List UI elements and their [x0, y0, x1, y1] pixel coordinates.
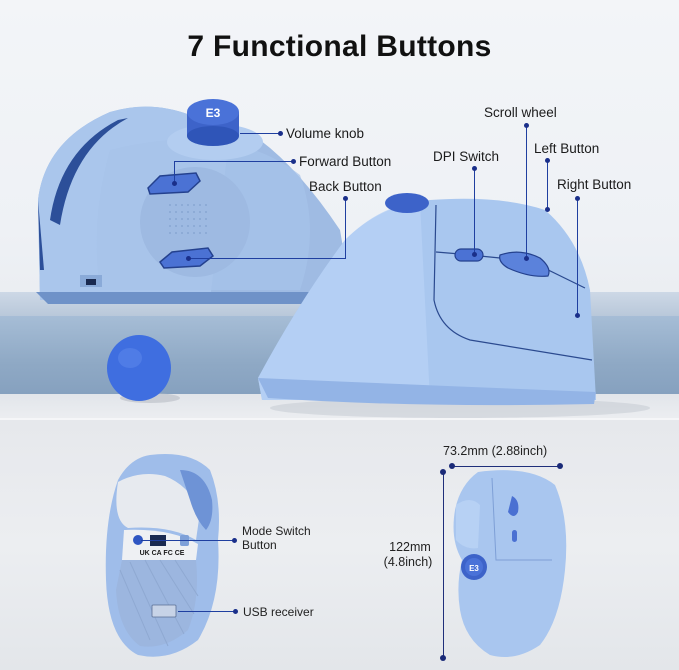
mouse-front-view	[258, 193, 650, 418]
back-button-end-dot	[343, 196, 348, 201]
mode-switch-leader	[141, 540, 235, 541]
width-dimension-line	[452, 466, 560, 467]
width-dim-dot-left	[449, 463, 455, 469]
volume-knob-dot	[278, 131, 283, 136]
callout-scroll-wheel: Scroll wheel	[484, 105, 557, 120]
certification-marks: UK CA FC CE	[140, 550, 185, 557]
left-button-leader	[547, 160, 548, 210]
mode-switch-end-dot	[232, 538, 237, 543]
volume-knob-leader	[240, 133, 281, 134]
scroll-wheel-leader	[526, 125, 527, 258]
dpi-switch-end-dot	[472, 166, 477, 171]
mode-switch-line2: Button	[242, 538, 277, 552]
forward-button-leader-v	[174, 161, 175, 183]
mouse-side-view: E3	[36, 99, 352, 304]
callout-usb-receiver: USB receiver	[243, 605, 314, 619]
svg-text:E3: E3	[206, 106, 221, 120]
right-button-end-dot	[575, 196, 580, 201]
callout-volume-knob: Volume knob	[286, 126, 365, 141]
callout-left-button: Left Button	[534, 141, 600, 156]
height-dimension-line	[443, 472, 444, 658]
callout-dpi-switch: DPI Switch	[433, 149, 500, 164]
back-button-leader-v	[345, 198, 346, 258]
right-button-leader	[577, 198, 578, 316]
callout-right-button: Right Button	[557, 177, 632, 192]
section-divider	[0, 418, 679, 420]
dpi-switch-dot	[472, 252, 477, 257]
dpi-switch-leader	[474, 168, 475, 255]
forward-button-end-dot	[291, 159, 296, 164]
page-title: 7 Functional Buttons	[187, 30, 492, 63]
height-dim-dot-top	[440, 469, 446, 475]
scroll-wheel-end-dot	[524, 123, 529, 128]
mode-switch-line1: Mode Switch	[242, 524, 311, 538]
callout-mode-switch-button: Mode Switch Button	[242, 524, 311, 552]
right-button-dot	[575, 313, 580, 318]
callout-back-button: Back Button	[309, 179, 382, 194]
width-dim-dot-right	[557, 463, 563, 469]
height-dim-dot-bottom	[440, 655, 446, 661]
back-button-leader	[188, 258, 346, 259]
callout-forward-button: Forward Button	[299, 154, 392, 169]
height-dimension-in: (4.8inch)	[383, 555, 433, 569]
width-dimension-label: 73.2mm (2.88inch)	[443, 444, 548, 458]
usb-receiver-leader	[178, 611, 236, 612]
back-button-dot	[186, 256, 191, 261]
left-button-end-dot	[545, 158, 550, 163]
height-dimension-mm: 122mm	[389, 540, 431, 554]
left-button-dot	[545, 207, 550, 212]
scroll-wheel-dot	[524, 256, 529, 261]
forward-button-dot	[172, 181, 177, 186]
svg-text:E3: E3	[469, 564, 479, 573]
forward-button-leader	[174, 161, 294, 162]
usb-receiver-end-dot	[233, 609, 238, 614]
stress-ball	[107, 335, 180, 403]
